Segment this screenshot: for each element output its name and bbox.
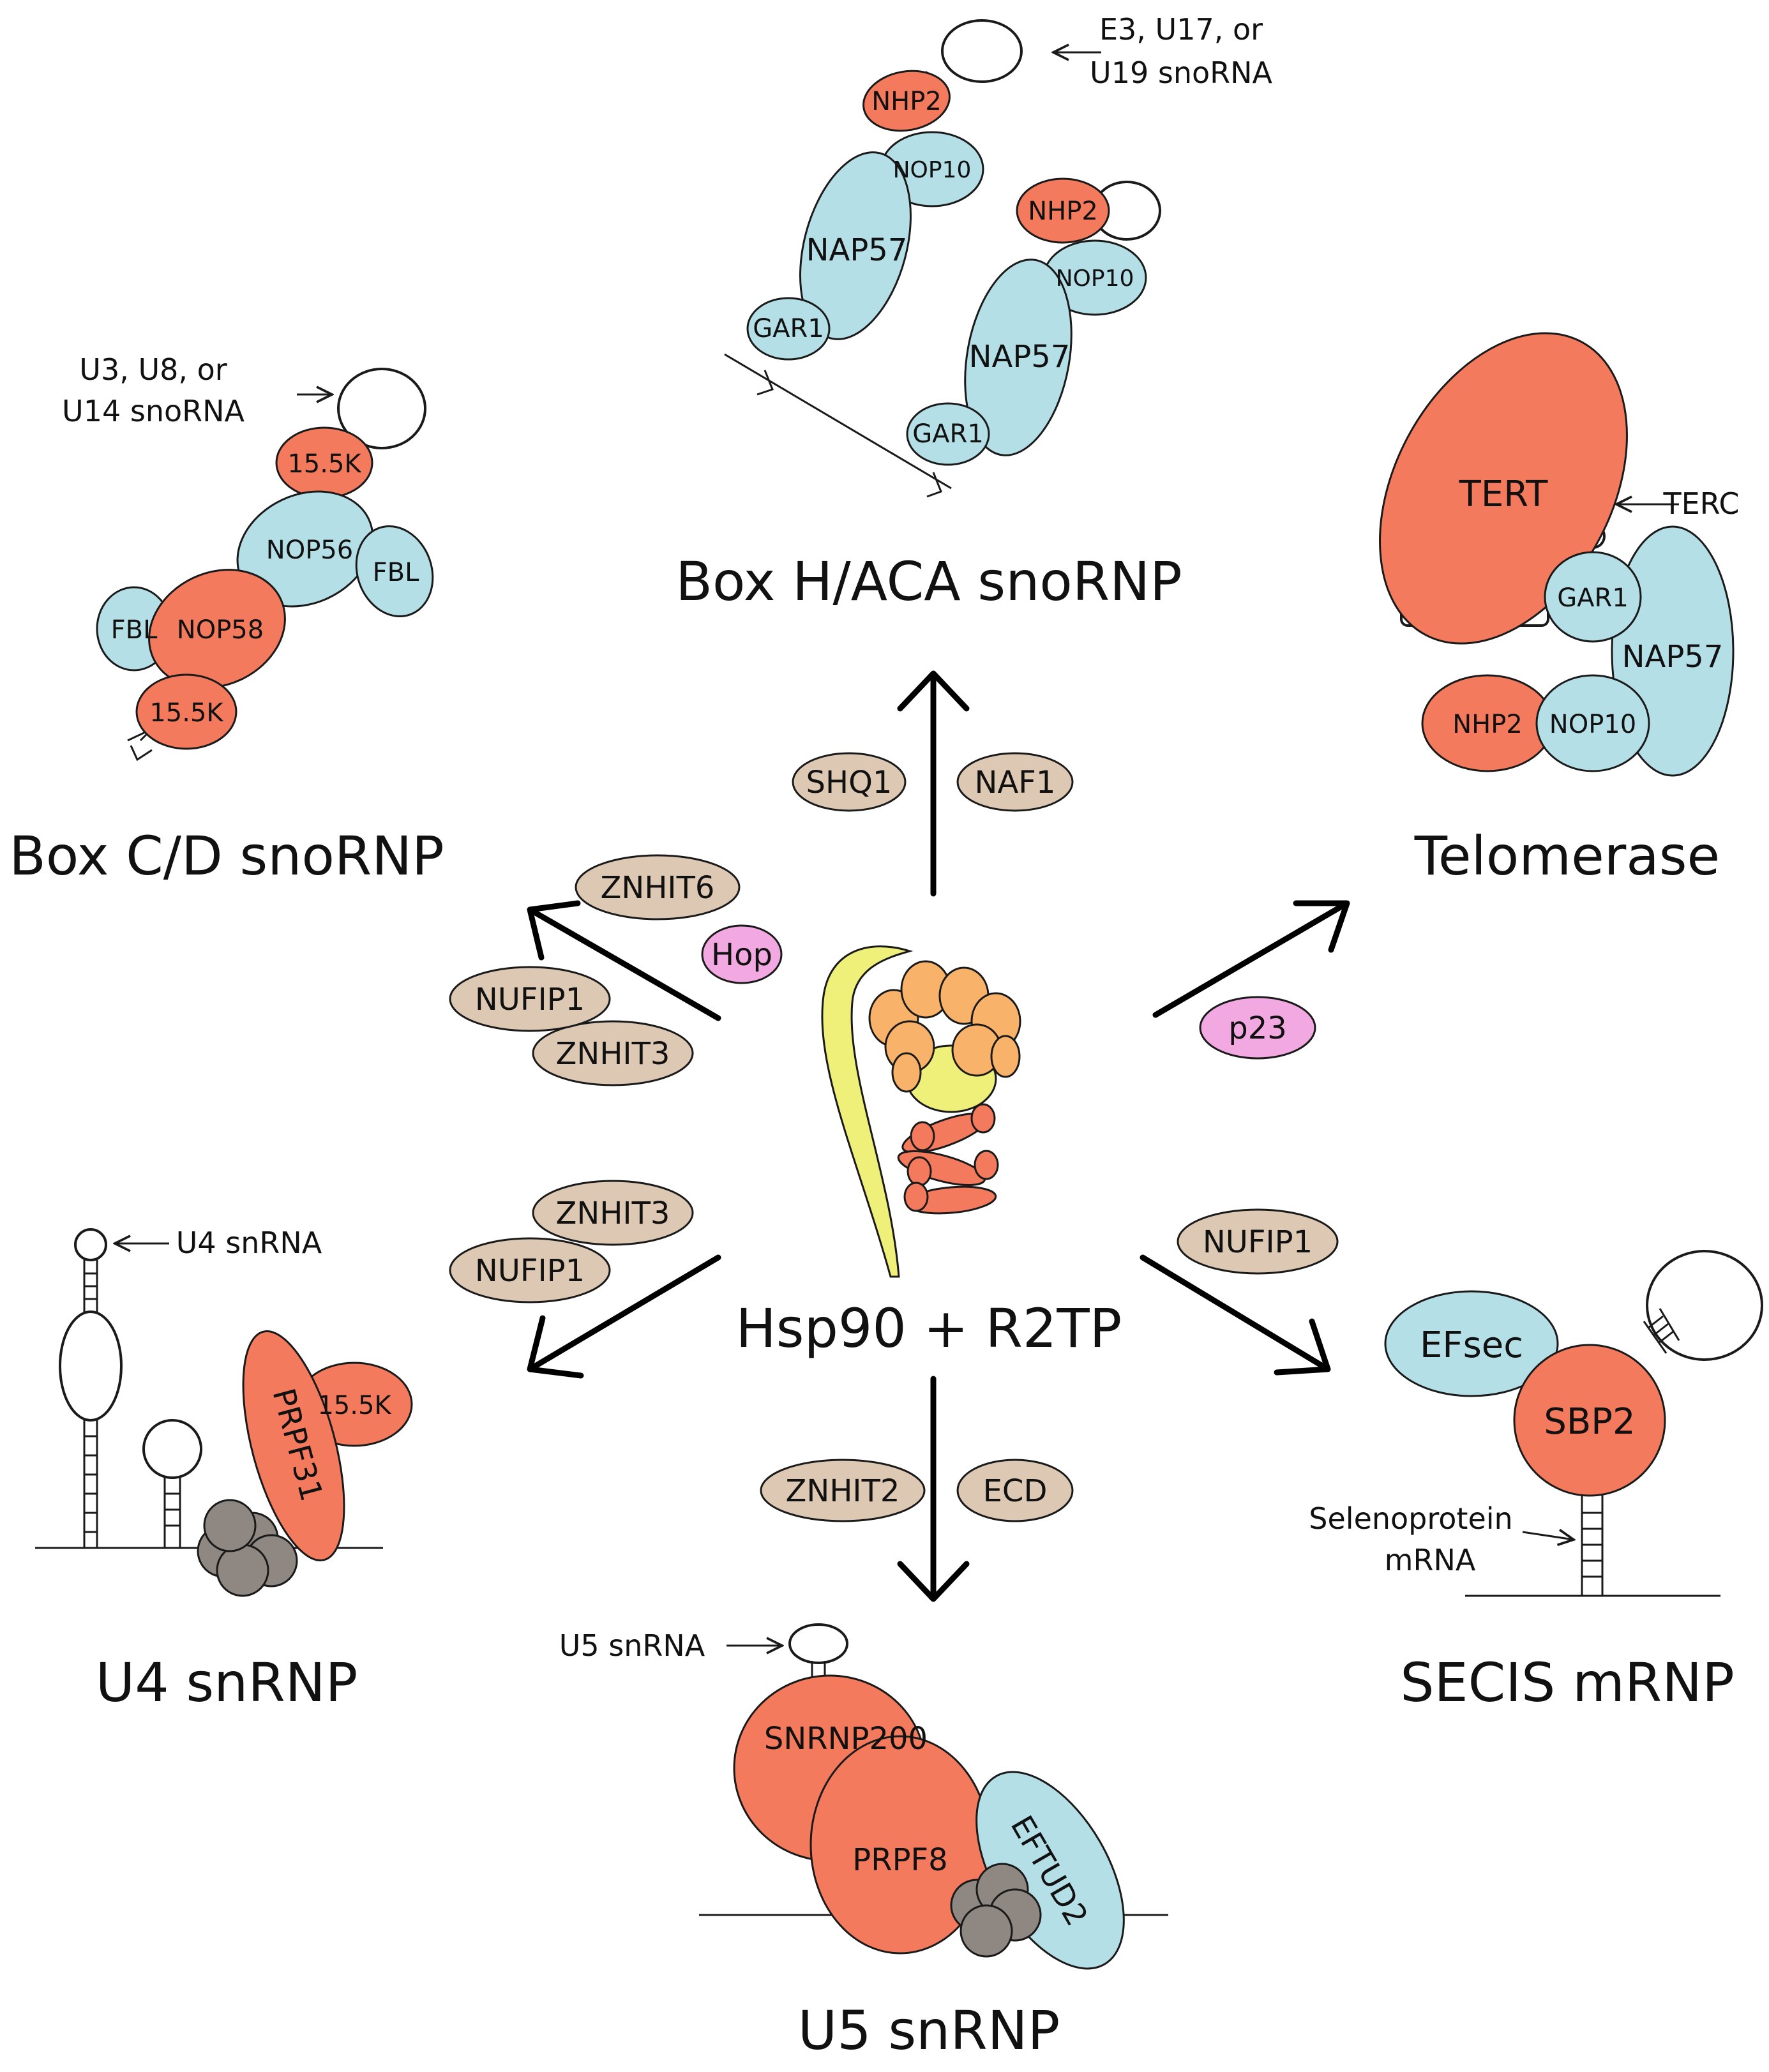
haca-rna-note-1: E3, U17, or bbox=[1099, 12, 1263, 47]
u4-snrnp: PRPF31 15.5K U4 snRNA U4 snRNP bbox=[35, 1226, 413, 1714]
nop10-label: NOP10 bbox=[893, 157, 972, 183]
cd-155k-bottom-label: 15.5K bbox=[149, 698, 224, 728]
nap57-label-2: NAP57 bbox=[969, 339, 1071, 375]
nop58-label: NOP58 bbox=[177, 615, 264, 645]
box-cd-title: Box C/D snoRNP bbox=[9, 825, 444, 887]
efsec-label: EFsec bbox=[1420, 1325, 1523, 1366]
box-haca-snornp: NHP2 NOP10 NAP57 GAR1 NHP2 NOP10 NAP57 G… bbox=[675, 12, 1272, 613]
shq1-label: SHQ1 bbox=[806, 765, 892, 800]
prpf8-label: PRPF8 bbox=[852, 1842, 947, 1878]
telo-nop10-label: NOP10 bbox=[1549, 710, 1636, 739]
u5-snrnp: SNRNP200 PRPF8 EFTUD2 U5 snRNA U5 snRNP bbox=[559, 1623, 1168, 2062]
tert-label: TERT bbox=[1459, 474, 1548, 515]
nop56-label: NOP56 bbox=[266, 536, 353, 565]
cd-rna-note-1: U3, U8, or bbox=[79, 352, 227, 387]
cd-rna-note-2: U14 snoRNA bbox=[62, 394, 245, 428]
haca-rna-note-2: U19 snoRNA bbox=[1090, 56, 1272, 90]
naf1-label: NAF1 bbox=[975, 765, 1056, 800]
nufip1-label-c: NUFIP1 bbox=[1203, 1224, 1313, 1260]
p23-label: p23 bbox=[1228, 1010, 1287, 1046]
nhp2-label-2: NHP2 bbox=[1028, 197, 1098, 226]
fbl-right-label: FBL bbox=[373, 558, 419, 587]
nhp2-label: NHP2 bbox=[871, 87, 942, 116]
hsp90-r2tp-label: Hsp90 + R2TP bbox=[736, 1297, 1122, 1360]
nop10-label-2: NOP10 bbox=[1056, 266, 1134, 292]
u5-title: U5 snRNP bbox=[798, 1999, 1060, 2062]
nufip1-label-a: NUFIP1 bbox=[475, 982, 585, 1017]
sbp2-label: SBP2 bbox=[1544, 1401, 1635, 1443]
hop-label: Hop bbox=[711, 937, 772, 973]
cd-155k-top-label: 15.5K bbox=[287, 449, 362, 479]
secis-title: SECIS mRNP bbox=[1400, 1651, 1735, 1714]
telomerase: TERT TERC GAR1 NAP57 NHP2 NOP10 Telomera… bbox=[1379, 332, 1740, 887]
nap57-label: NAP57 bbox=[806, 232, 908, 268]
znhit3-label-a: ZNHIT3 bbox=[556, 1036, 670, 1072]
u5-rna-note: U5 snRNA bbox=[559, 1628, 705, 1663]
secis-mrna-note-1: Selenoprotein bbox=[1309, 1501, 1512, 1536]
box-haca-title: Box H/ACA snoRNP bbox=[675, 550, 1182, 613]
znhit3-label-b: ZNHIT3 bbox=[556, 1196, 670, 1231]
pathway-arrows bbox=[527, 670, 1350, 1602]
adaptor-proteins: SHQ1 NAF1 ZNHIT6 Hop ZNHIT3 NUFIP1 p23 Z… bbox=[449, 752, 1339, 1522]
ecd-label: ECD bbox=[983, 1473, 1048, 1509]
snrnp200-label: SNRNP200 bbox=[764, 1721, 928, 1757]
znhit2-label: ZNHIT2 bbox=[786, 1473, 900, 1509]
secis-mrnp: EFsec SBP2 Selenoprotein mRNA SECIS mRNP bbox=[1309, 1250, 1763, 1714]
nufip1-label-b: NUFIP1 bbox=[475, 1253, 585, 1289]
fbl-left-label: FBL bbox=[111, 615, 158, 645]
telomerase-title: Telomerase bbox=[1414, 825, 1720, 887]
gar1-label: GAR1 bbox=[753, 314, 824, 343]
hsp90-r2tp-center: Hsp90 + R2TP bbox=[736, 945, 1122, 1360]
telo-nhp2-label: NHP2 bbox=[1452, 710, 1523, 739]
secis-mrna-note-2: mRNA bbox=[1385, 1543, 1476, 1577]
gar1-label-2: GAR1 bbox=[912, 419, 984, 449]
u4-title: U4 snRNP bbox=[96, 1651, 358, 1714]
u4-155k-label: 15.5K bbox=[317, 1391, 392, 1420]
terc-label: TERC bbox=[1663, 486, 1740, 521]
telo-gar1-label: GAR1 bbox=[1557, 583, 1629, 613]
telo-nap57-label: NAP57 bbox=[1622, 639, 1724, 675]
box-cd-snornp: 15.5K NOP56 FBL FBL NOP58 15.5K U3, U8, … bbox=[9, 352, 444, 887]
u4-rna-note: U4 snRNA bbox=[176, 1226, 322, 1260]
znhit6-label: ZNHIT6 bbox=[601, 870, 715, 906]
